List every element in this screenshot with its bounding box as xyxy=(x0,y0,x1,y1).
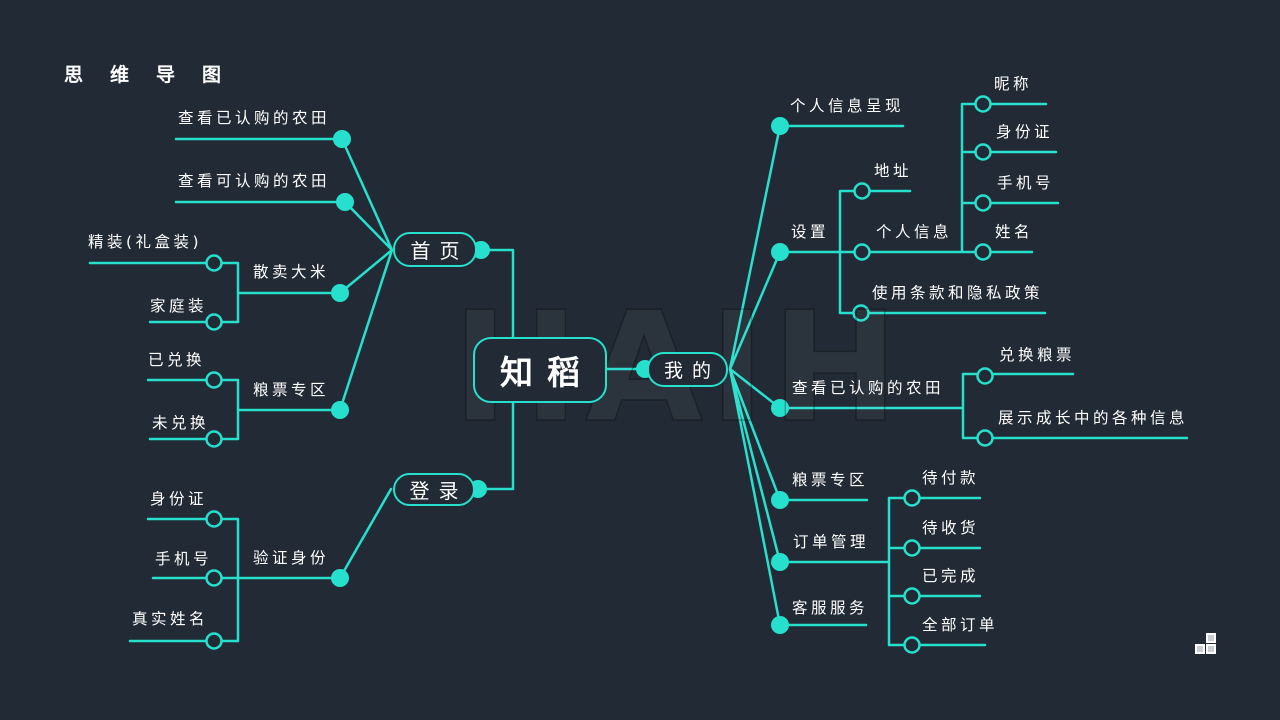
topic-root-zhidao[interactable]: 知稻 xyxy=(473,337,607,403)
label-grain-zone-home[interactable]: 粮票专区 xyxy=(253,381,330,399)
label-real-name[interactable]: 真实姓名 xyxy=(132,610,209,628)
label-family-pack[interactable]: 家庭装 xyxy=(150,297,208,315)
label-address[interactable]: 地址 xyxy=(874,162,913,180)
label-phone-mine[interactable]: 手机号 xyxy=(997,174,1055,192)
label-name[interactable]: 姓名 xyxy=(995,223,1034,241)
page-title: 思维导图 xyxy=(64,64,249,86)
mine-fan-connectors xyxy=(728,124,782,627)
label-id-card-mine[interactable]: 身份证 xyxy=(996,123,1054,141)
label-redeemed[interactable]: 已兑换 xyxy=(148,351,206,369)
label-home-available-farmland[interactable]: 查看可认购的农田 xyxy=(178,172,331,190)
topic-login[interactable]: 登录 xyxy=(393,473,475,506)
label-grain-zone-mine[interactable]: 粮票专区 xyxy=(792,471,869,489)
label-personal-info[interactable]: 个人信息 xyxy=(876,223,953,241)
label-pending-receipt[interactable]: 待收货 xyxy=(922,519,980,537)
label-profile-display[interactable]: 个人信息呈现 xyxy=(790,97,905,115)
label-home-viewed-farmland[interactable]: 查看已认购的农田 xyxy=(178,109,331,127)
label-id-card-login[interactable]: 身份证 xyxy=(150,490,208,508)
label-completed[interactable]: 已完成 xyxy=(922,567,980,585)
label-customer-service[interactable]: 客服服务 xyxy=(792,599,869,617)
label-bulk-rice[interactable]: 散卖大米 xyxy=(253,263,330,281)
label-mine-viewed-farmland[interactable]: 查看已认购的农田 xyxy=(792,379,945,397)
label-terms-privacy[interactable]: 使用条款和隐私政策 xyxy=(872,284,1044,302)
left-branch-lines xyxy=(88,137,347,643)
squares-logo-icon xyxy=(1195,633,1216,655)
label-pending-payment[interactable]: 待付款 xyxy=(922,469,980,487)
label-gift-pack[interactable]: 精装(礼盒装) xyxy=(88,233,203,251)
label-unredeemed[interactable]: 未兑换 xyxy=(152,414,210,432)
logo-square xyxy=(1206,633,1216,643)
topic-mine[interactable]: 我的 xyxy=(647,352,728,387)
right-branch-lines xyxy=(778,102,1189,647)
label-all-orders[interactable]: 全部订单 xyxy=(922,616,999,634)
login-fan-connector xyxy=(338,487,393,580)
leaf-node-rings xyxy=(205,95,994,654)
branch-node-dots xyxy=(331,117,789,634)
label-order-management[interactable]: 订单管理 xyxy=(793,533,870,551)
label-nickname[interactable]: 昵称 xyxy=(994,75,1033,93)
label-verify-identity[interactable]: 验证身份 xyxy=(253,549,330,567)
label-settings[interactable]: 设置 xyxy=(791,223,830,241)
logo-square xyxy=(1206,644,1216,654)
label-phone-login[interactable]: 手机号 xyxy=(155,550,213,568)
label-redeem-ticket[interactable]: 兑换粮票 xyxy=(999,346,1076,364)
logo-square xyxy=(1195,644,1205,654)
label-growth-info[interactable]: 展示成长中的各种信息 xyxy=(998,409,1189,427)
home-fan-connectors xyxy=(338,137,394,412)
topic-home[interactable]: 首页 xyxy=(393,232,477,267)
